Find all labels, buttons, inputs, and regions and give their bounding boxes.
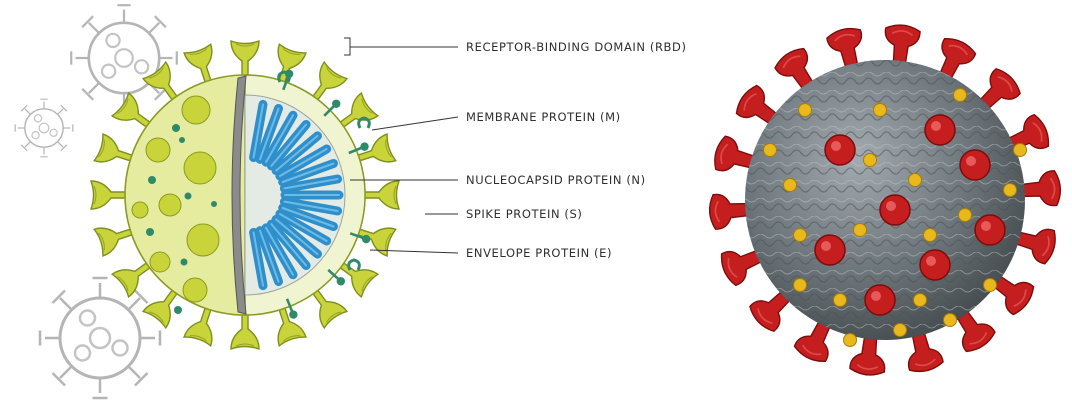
red-knob	[865, 285, 895, 315]
sketch-virus-top	[71, 5, 177, 111]
label-nucleocapsid-protein: NUCLEOCAPSID PROTEIN (N)	[466, 173, 646, 187]
yellow-knob	[909, 174, 922, 187]
yellow-knob	[864, 154, 877, 167]
spike-protein	[91, 181, 127, 209]
label-membrane-protein: MEMBRANE PROTEIN (M)	[466, 110, 621, 124]
yellow-knob	[914, 294, 927, 307]
yellow-knob	[984, 279, 997, 292]
yellow-knob	[1014, 144, 1027, 157]
yellow-knob	[844, 334, 857, 347]
red-knob-highlight	[926, 256, 936, 266]
yellow-knob	[854, 224, 867, 237]
red-knob-highlight	[886, 201, 896, 211]
red-knob-highlight	[931, 121, 941, 131]
label-rbd: RECEPTOR-BINDING DOMAIN (RBD)	[466, 40, 687, 54]
yellow-knob	[894, 324, 907, 337]
label-envelope-protein: ENVELOPE PROTEIN (E)	[466, 246, 612, 260]
red-knob	[960, 150, 990, 180]
yellow-knob	[764, 144, 777, 157]
label-spike-protein: SPIKE PROTEIN (S)	[466, 207, 582, 221]
red-knob	[825, 135, 855, 165]
yellow-knob	[944, 314, 957, 327]
red-knob-highlight	[831, 141, 841, 151]
yellow-knob	[1004, 184, 1017, 197]
red-knob	[815, 235, 845, 265]
red-knob	[975, 215, 1005, 245]
yellow-knob	[794, 279, 807, 292]
spike-protein	[363, 181, 399, 209]
red-knob-highlight	[871, 291, 881, 301]
red-knob-highlight	[821, 241, 831, 251]
yellow-knob	[784, 179, 797, 192]
red-knob	[880, 195, 910, 225]
yellow-knob	[834, 294, 847, 307]
spike-protein	[231, 41, 259, 77]
yellow-knob	[874, 104, 887, 117]
virus-3d-render	[708, 23, 1061, 376]
red-knob	[925, 115, 955, 145]
spike-protein	[231, 313, 259, 349]
rbd-bracket	[344, 38, 350, 55]
red-knob-highlight	[981, 221, 991, 231]
sketch-virus-bottom	[40, 278, 160, 398]
red-knob-highlight	[966, 156, 976, 166]
yellow-knob	[924, 229, 937, 242]
yellow-knob	[799, 104, 812, 117]
virus-cutaway-diagram	[91, 41, 399, 349]
red-knob	[920, 250, 950, 280]
sketch-virus-left	[15, 99, 73, 157]
yellow-knob	[794, 229, 807, 242]
yellow-knob	[954, 89, 967, 102]
membrane-leader	[372, 117, 458, 130]
yellow-knob	[959, 209, 972, 222]
